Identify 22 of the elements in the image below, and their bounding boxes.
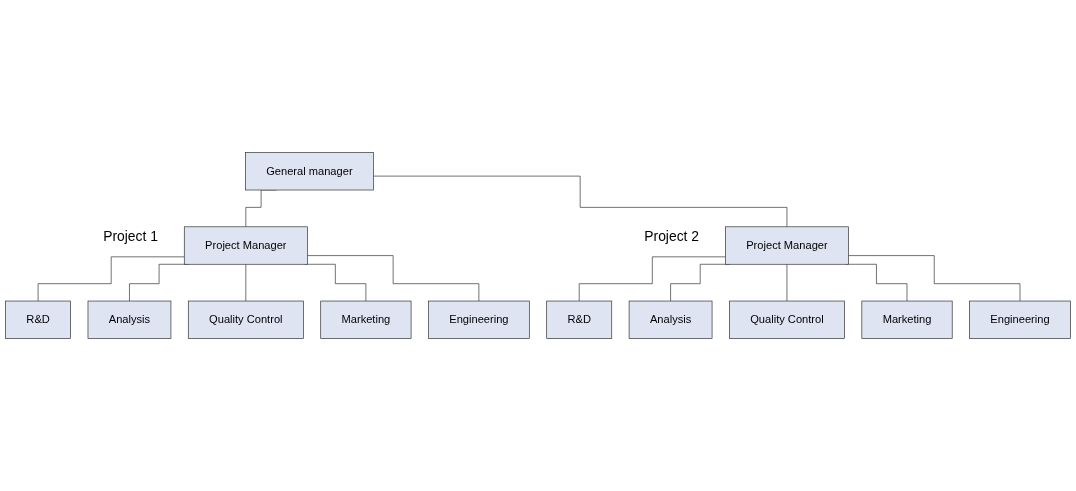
node-box: Analysis	[628, 300, 713, 339]
node-label: Project 1	[103, 228, 158, 244]
node-box: R&D	[546, 300, 613, 339]
node-box: Engineering	[969, 300, 1071, 339]
connector	[37, 256, 185, 302]
connector	[578, 256, 726, 302]
node-box: Quality Control	[187, 300, 304, 339]
node-box: Engineering	[428, 300, 530, 339]
node-box: Marketing	[861, 300, 953, 339]
node-box: General manager	[245, 152, 374, 191]
node-box: Analysis	[87, 300, 172, 339]
connector	[786, 263, 788, 302]
node-box: Quality Control	[729, 300, 845, 339]
node-box: Project Manager	[725, 226, 849, 265]
connector	[307, 255, 480, 302]
connector	[848, 255, 1021, 302]
node-label: Project 2	[644, 228, 700, 244]
node-box: Project Manager	[183, 226, 308, 265]
connector	[373, 175, 788, 228]
node-box: R&D	[5, 300, 71, 339]
connector	[245, 263, 247, 302]
node-box: Marketing	[320, 300, 412, 339]
